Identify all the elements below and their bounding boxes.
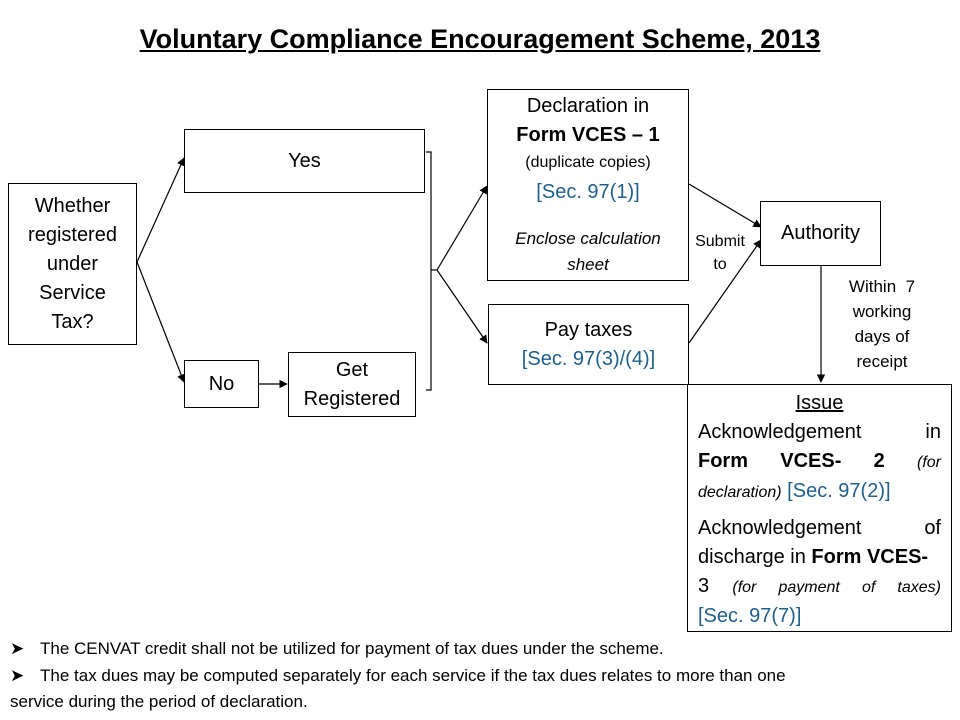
declaration-form: Form VCES – 1 <box>516 124 660 146</box>
arrow-question-to-yes <box>136 157 185 263</box>
ack2-line1: Acknowledgement of <box>698 514 941 543</box>
ack1-form: Form <box>698 450 748 472</box>
ack2-line3: 3 (for payment of taxes) <box>698 572 941 602</box>
ack2-num: 3 <box>698 575 710 597</box>
question-line: Tax? <box>51 310 94 333</box>
note-text: The CENVAT credit shall not be utilized … <box>40 639 664 658</box>
question-line: under <box>46 252 99 275</box>
pay-taxes-label: Pay taxes <box>544 318 633 341</box>
submit-line: to <box>713 256 727 273</box>
arrow-pay-to-authority <box>688 239 762 344</box>
arrow-declaration-to-authority <box>688 183 762 228</box>
get-registered-line: Registered <box>303 387 401 410</box>
ack2-form: Form VCES- <box>811 546 929 568</box>
within-line: days of <box>854 327 910 346</box>
within-line: receipt <box>856 352 908 371</box>
no-label: No <box>208 372 235 395</box>
arrow-bullet-icon: ➤ <box>10 639 25 658</box>
merge-bracket <box>426 151 432 391</box>
submit-line: Submit <box>695 233 745 250</box>
question-line: registered <box>28 223 117 246</box>
ack1-word: Acknowledgement <box>698 421 862 443</box>
within-line: working <box>852 302 912 321</box>
authority-label: Authority <box>781 222 860 244</box>
get-registered-box: Get Registered <box>288 352 416 417</box>
yes-box: Yes <box>184 129 425 193</box>
ack1-line3: declaration) [Sec. 97(2)] <box>698 477 941 507</box>
ack1-note: declaration) <box>698 484 782 501</box>
note-text: The tax dues may be computed separately … <box>40 666 786 685</box>
pay-taxes-section: [Sec. 97(3)/(4)] <box>521 347 656 370</box>
ack2-word: Acknowledgement <box>698 517 862 539</box>
ack1-vces: VCES- 2 <box>780 450 885 472</box>
ack1-line2: Form VCES- 2 (for <box>698 447 941 477</box>
ack2-word: of <box>924 517 941 539</box>
ack2-note: (for payment of taxes) <box>732 579 941 596</box>
note-1: ➤ The CENVAT credit shall not be utilized… <box>10 636 664 662</box>
note-text: service during the period of declaration… <box>10 692 308 711</box>
ack1-note: (for <box>917 454 941 471</box>
arrow-to-pay-taxes <box>436 269 488 344</box>
arrow-question-to-no <box>136 261 186 383</box>
ack2-line2: discharge in Form VCES- <box>698 543 941 572</box>
ack1-word: in <box>925 421 941 443</box>
note-2: ➤ The tax dues may be computed separately… <box>10 663 786 689</box>
pay-taxes-box: Pay taxes [Sec. 97(3)/(4)] <box>488 304 689 385</box>
ack2-section: [Sec. 97(7)] <box>698 605 802 627</box>
yes-label: Yes <box>288 149 321 172</box>
ack1-line1: Acknowledgement in <box>698 418 941 447</box>
enclose-line1: Enclose calculation <box>515 229 661 248</box>
ack2-plain: discharge in <box>698 546 812 568</box>
within-line: Within 7 <box>848 277 916 296</box>
issue-box: Issue Acknowledgement in Form VCES- 2 (f… <box>687 384 952 632</box>
declaration-line1: Declaration in <box>526 95 650 117</box>
declaration-section: [Sec. 97(1)] <box>536 181 640 203</box>
get-registered-line: Get <box>335 358 369 381</box>
arrow-to-declaration <box>436 185 488 271</box>
ack1-section: [Sec. 97(2)] <box>787 480 891 502</box>
declaration-box: Declaration in Form VCES – 1 (duplicate … <box>487 89 689 281</box>
question-line: Service <box>39 281 106 304</box>
declaration-copies: (duplicate copies) <box>525 154 651 171</box>
note-3: service during the period of declaration… <box>10 689 308 715</box>
arrow-bullet-icon: ➤ <box>10 666 25 685</box>
submit-to-label: Submit to <box>690 230 750 276</box>
page-title: Voluntary Compliance Encouragement Schem… <box>139 24 821 54</box>
issue-heading: Issue <box>795 392 844 414</box>
no-box: No <box>184 360 259 408</box>
question-box: Whether registered under Service Tax? <box>8 183 137 345</box>
authority-box: Authority <box>760 201 881 266</box>
within-days-label: Within 7 working days of receipt <box>830 274 934 374</box>
question-line: Whether <box>34 194 111 217</box>
enclose-line2: sheet <box>567 255 609 274</box>
